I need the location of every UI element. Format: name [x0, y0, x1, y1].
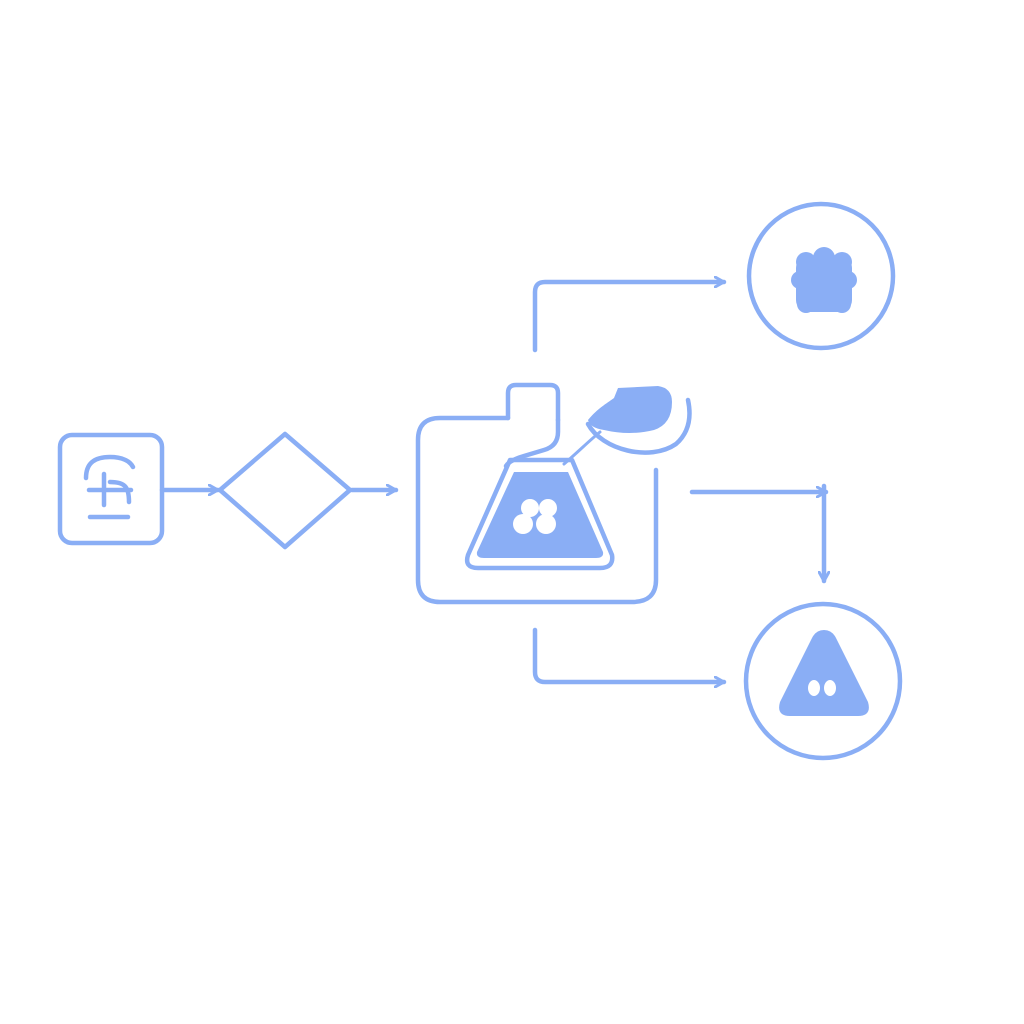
input-node[interactable] — [57, 432, 165, 546]
flask-vapor-swirl — [585, 397, 692, 455]
blob-icon — [791, 247, 857, 313]
decision-diamond — [217, 431, 353, 550]
output-top-node[interactable] — [746, 201, 896, 351]
warning-triangle-icon — [779, 630, 869, 716]
output-right-node[interactable] — [743, 601, 903, 761]
flask-vapor-cloud — [588, 386, 672, 433]
process-node-frame — [415, 415, 659, 605]
output-right-circle — [743, 601, 903, 761]
flask-vapor-line — [562, 430, 602, 466]
flask-liquid — [476, 472, 604, 558]
process-node-tab — [505, 382, 561, 423]
edge-process-to-output-top — [532, 282, 727, 353]
flask-bubbles — [513, 499, 557, 534]
process-node[interactable] — [415, 382, 692, 605]
connector-line — [532, 282, 727, 353]
decision-node[interactable] — [217, 431, 353, 550]
flask-outline — [464, 457, 615, 571]
output-top-circle — [746, 201, 896, 351]
edge-process-to-output-right-lower — [532, 627, 727, 682]
connector-line — [532, 627, 727, 682]
add-subtract-icon — [83, 454, 136, 520]
flask-icon — [464, 386, 692, 571]
edge-process-to-output-right-upper — [689, 483, 826, 584]
